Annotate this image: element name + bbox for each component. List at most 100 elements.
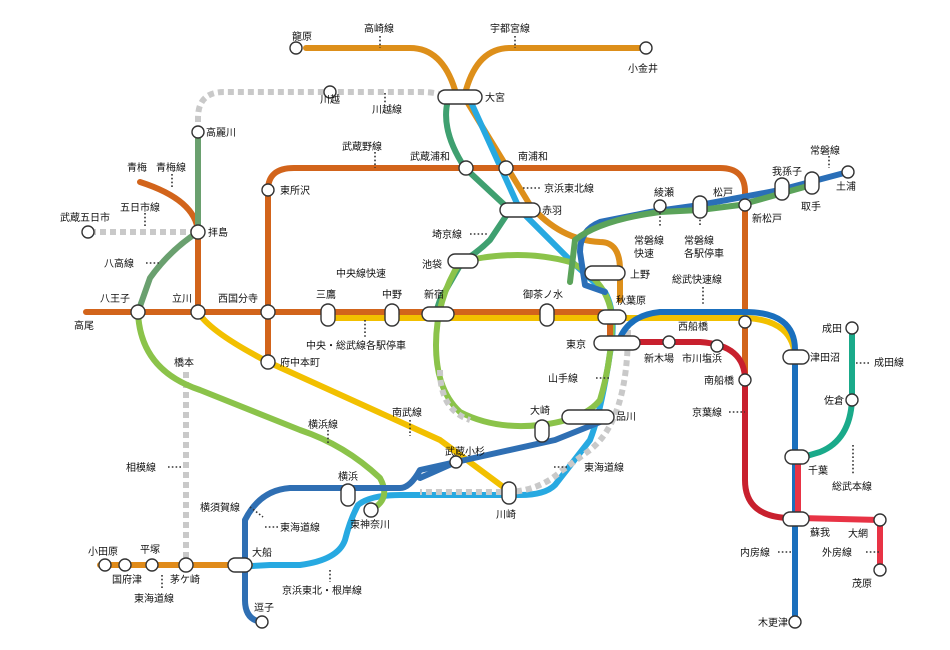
keiyo-line[interactable]: [617, 339, 795, 521]
label-minami-urawa: 南浦和: [518, 150, 548, 163]
station-kisarazu[interactable]: [788, 615, 802, 629]
station-kawagoe[interactable]: [323, 85, 337, 99]
station-nishi-kokubunji[interactable]: [260, 304, 276, 320]
station-kozu[interactable]: [118, 558, 132, 572]
hachiko-line[interactable]: [135, 129, 201, 315]
station-tachikawa[interactable]: [190, 304, 206, 320]
station-shinagawa[interactable]: [561, 409, 615, 425]
label-zushi: 逗子: [254, 602, 274, 614]
label-kawagoe: 川越: [320, 93, 340, 106]
station-yokohama[interactable]: [340, 483, 356, 507]
label-chiba: 千葉: [808, 464, 828, 477]
line-label-nambu: 南武線: [392, 406, 422, 419]
tohoku-trunk[interactable]: [463, 97, 623, 303]
label-hachioji: 八王子: [100, 293, 130, 305]
ome-line[interactable]: [137, 179, 201, 315]
station-tatsuhara[interactable]: [289, 41, 303, 55]
station-higashi-tokorozawa[interactable]: [261, 183, 275, 197]
line-label-yokohama: 横浜線: [308, 418, 338, 431]
label-komagawa: 高麗川: [206, 126, 236, 139]
station-mobara[interactable]: [873, 563, 887, 577]
yokohama-line[interactable]: [135, 309, 388, 513]
station-ofuna[interactable]: [227, 557, 253, 573]
station-fuchu-hommachi[interactable]: [260, 354, 276, 370]
label-akihabara: 秋葉原: [616, 294, 646, 307]
label-kisarazu: 木更津: [758, 617, 788, 629]
station-omiya[interactable]: [437, 89, 483, 105]
station-nishi-funabashi[interactable]: [738, 315, 752, 329]
line-label-chuo-rapid: 中央線快速: [336, 267, 386, 280]
station-nakano[interactable]: [384, 303, 400, 327]
station-ochanomizu[interactable]: [539, 303, 555, 327]
station-soga[interactable]: [782, 511, 810, 527]
station-zushi[interactable]: [255, 615, 269, 629]
station-musashi-urawa[interactable]: [458, 160, 474, 176]
station-koganei[interactable]: [639, 41, 653, 55]
station-ikebukuro[interactable]: [447, 253, 479, 269]
sotobo-line[interactable]: [797, 515, 883, 573]
station-odawara[interactable]: [98, 558, 112, 572]
label-koganei: 小金井: [628, 62, 658, 75]
station-haijima[interactable]: [190, 224, 206, 240]
label-ueno: 上野: [630, 269, 650, 281]
label-abiko: 我孫子: [772, 166, 802, 178]
ikebukuro-dashed[interactable]: [437, 369, 472, 423]
station-musashi-kosugi[interactable]: [449, 455, 463, 469]
station-ichikawa-shiohama[interactable]: [710, 339, 724, 353]
station-tsudanuma[interactable]: [782, 349, 810, 365]
line-label-tokaido-east: 東海道線: [584, 461, 624, 474]
line-label-itsukaichi: 五日市線: [120, 201, 160, 214]
station-akabane[interactable]: [499, 202, 541, 218]
label-mitaka: 三鷹: [316, 288, 336, 301]
station-kawasaki[interactable]: [501, 481, 517, 505]
station-minami-urawa[interactable]: [498, 160, 514, 176]
station-tsuchiura[interactable]: [841, 165, 855, 179]
label-tatsuhara: 龍原: [292, 30, 312, 43]
label-shin-matsudo: 新松戸: [752, 212, 782, 225]
station-shinjuku[interactable]: [421, 306, 455, 322]
station-mitaka[interactable]: [320, 303, 336, 327]
narita-line[interactable]: [797, 325, 855, 461]
label-minami-funabashi: 南船橋: [704, 374, 734, 387]
label-nakano: 中野: [382, 288, 402, 301]
station-akihabara[interactable]: [597, 309, 627, 325]
station-narita[interactable]: [845, 321, 859, 335]
station-toride[interactable]: [804, 171, 820, 195]
utsunomiya-line[interactable]: [463, 45, 646, 93]
station-ayase[interactable]: [653, 199, 667, 213]
station-matsudo[interactable]: [692, 195, 708, 219]
nambu-line[interactable]: [195, 309, 513, 495]
station-tokyo[interactable]: [593, 335, 641, 351]
line-label-keiyo: 京葉線: [692, 406, 722, 419]
station-musashi-itsukaichi[interactable]: [81, 225, 95, 239]
station-abiko[interactable]: [774, 177, 790, 201]
label-musashi-kosugi: 武蔵小杉: [445, 445, 485, 458]
label-ichikawa-shiohama: 市川塩浜: [682, 352, 722, 365]
station-osaki[interactable]: [534, 419, 550, 443]
station-shin-kiba[interactable]: [662, 335, 676, 349]
label-yokohama: 横浜: [338, 470, 358, 483]
sobu-rapid-line[interactable]: [617, 309, 798, 625]
label-osaki: 大崎: [530, 404, 550, 417]
station-minami-funabashi[interactable]: [738, 373, 752, 387]
line-label-takasaki: 高崎線: [364, 22, 394, 35]
joban-local-line[interactable]: [567, 183, 811, 285]
takasaki-line[interactable]: [303, 45, 458, 93]
label-takao: 高尾: [74, 319, 94, 332]
station-chiba[interactable]: [784, 449, 810, 465]
label-tsuchiura: 土浦: [836, 180, 856, 193]
station-hiratsuka[interactable]: [145, 558, 159, 572]
line-label-joban-rapid-1: 常磐線: [634, 234, 664, 247]
yokosuka-line[interactable]: [242, 415, 613, 625]
line-label-uchibo: 内房線: [740, 546, 770, 559]
station-oami[interactable]: [873, 513, 887, 527]
station-komagawa[interactable]: [191, 125, 205, 139]
station-higashi-kanagawa[interactable]: [363, 502, 379, 518]
line-label-joban-local-1: 常磐線: [684, 234, 714, 247]
station-chigasaki[interactable]: [178, 557, 194, 573]
station-ueno[interactable]: [584, 265, 626, 281]
station-hachioji[interactable]: [130, 304, 146, 320]
tokaido-dashed-corridor[interactable]: [420, 329, 631, 495]
station-shin-matsudo[interactable]: [738, 198, 752, 212]
station-sakura[interactable]: [845, 393, 859, 407]
